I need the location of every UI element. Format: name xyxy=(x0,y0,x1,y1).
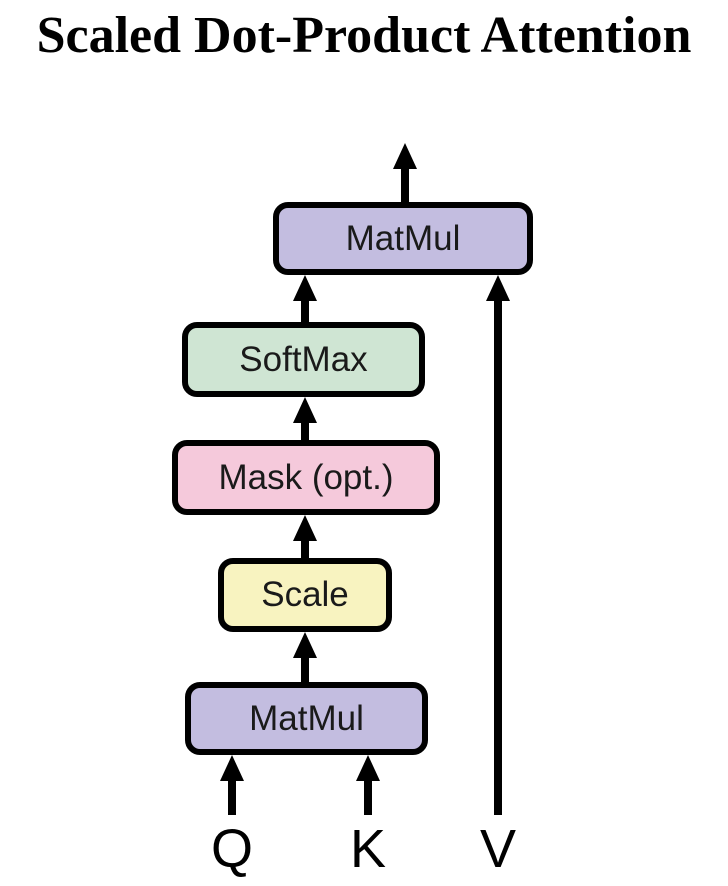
softmax-to-matmul-arrow-icon xyxy=(293,275,317,322)
matmul-to-scale-arrow-icon xyxy=(293,632,317,682)
k-input-arrow-icon xyxy=(356,755,380,815)
k-input-label: K xyxy=(349,819,387,879)
matmul-bottom-label: MatMul xyxy=(249,698,364,738)
matmul-bottom-box: MatMul xyxy=(185,682,428,755)
arrow-stem xyxy=(301,295,309,322)
q-input-arrow-icon xyxy=(220,755,244,815)
scale-label: Scale xyxy=(261,575,349,614)
arrow-stem xyxy=(301,417,309,440)
scale-box: Scale xyxy=(218,558,392,632)
arrow-stem xyxy=(401,163,409,202)
scale-to-mask-arrow-icon xyxy=(293,515,317,558)
softmax-label: SoftMax xyxy=(239,339,368,379)
arrow-stem xyxy=(301,652,309,682)
matmul-top-label: MatMul xyxy=(345,218,461,258)
arrow-stem xyxy=(228,775,236,815)
output-arrow-icon xyxy=(393,143,417,202)
mask-to-softmax-arrow-icon xyxy=(293,397,317,440)
mask-box: Mask (opt.) xyxy=(172,440,440,515)
v-input-arrow-icon xyxy=(486,275,510,815)
arrow-stem xyxy=(301,535,309,558)
matmul-top-box: MatMul xyxy=(273,202,533,275)
diagram-title: Scaled Dot-Product Attention xyxy=(36,7,692,64)
v-input-label: V xyxy=(479,819,517,879)
q-input-label: Q xyxy=(210,819,253,879)
softmax-box: SoftMax xyxy=(182,322,425,397)
mask-label: Mask (opt.) xyxy=(218,457,394,497)
arrow-stem xyxy=(364,775,372,815)
arrow-stem xyxy=(494,295,502,815)
